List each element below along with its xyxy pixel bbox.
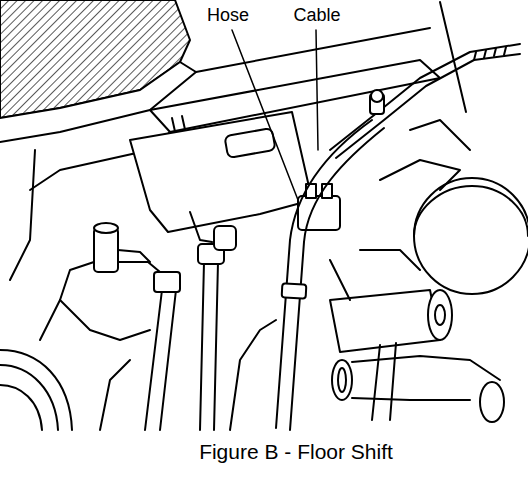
part-label: Hose xyxy=(205,6,251,26)
part-label: Cable xyxy=(291,6,342,26)
figure-caption: Figure B - Floor Shift xyxy=(197,440,395,463)
